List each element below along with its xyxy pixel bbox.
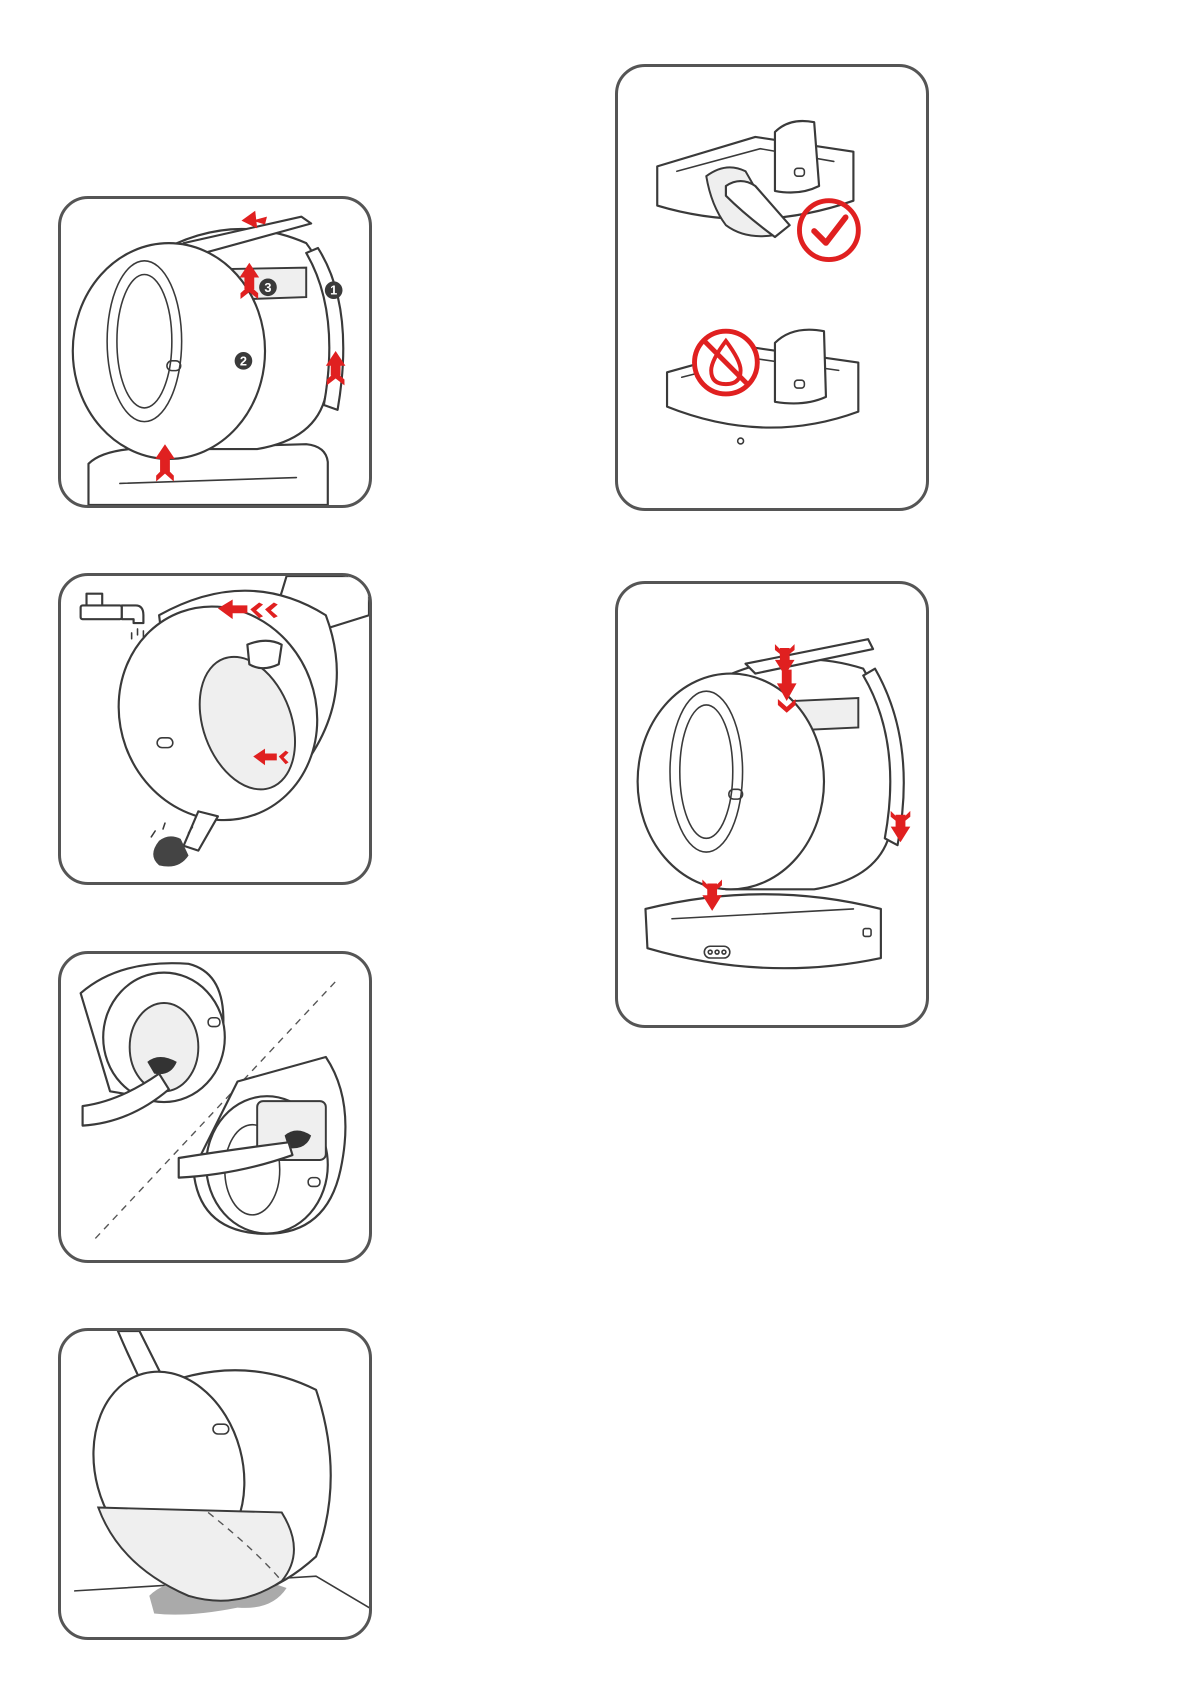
base-no-water-illustration (667, 330, 858, 444)
step-wipe-inside-panel (58, 951, 372, 1263)
callout-2: 2 (235, 352, 253, 370)
base-cleaning-illustration (618, 67, 926, 508)
step-remove-parts-panel: 1 2 3 (58, 196, 372, 508)
step-reassemble-panel (615, 581, 929, 1028)
step-base-cleaning-panel (615, 64, 929, 511)
step-rinse-drum-panel (58, 573, 372, 885)
svg-text:3: 3 (264, 280, 271, 295)
checkmark-icon (799, 201, 858, 260)
svg-text:1: 1 (330, 283, 337, 298)
base-wipe-ok-illustration (657, 121, 858, 260)
litter-box-drum-illustration: 1 2 3 (61, 199, 369, 505)
drum-wiping-illustration (61, 954, 369, 1260)
drum-rinsing-illustration (61, 576, 369, 882)
svg-text:2: 2 (240, 353, 247, 368)
callout-1: 1 (325, 281, 343, 299)
callout-3: 3 (259, 278, 277, 296)
no-water-icon (695, 331, 758, 394)
step-drain-water-panel (58, 1328, 372, 1640)
faucet-icon (81, 594, 144, 639)
drum-draining-illustration (61, 1331, 369, 1637)
reassembly-illustration (618, 584, 926, 1025)
